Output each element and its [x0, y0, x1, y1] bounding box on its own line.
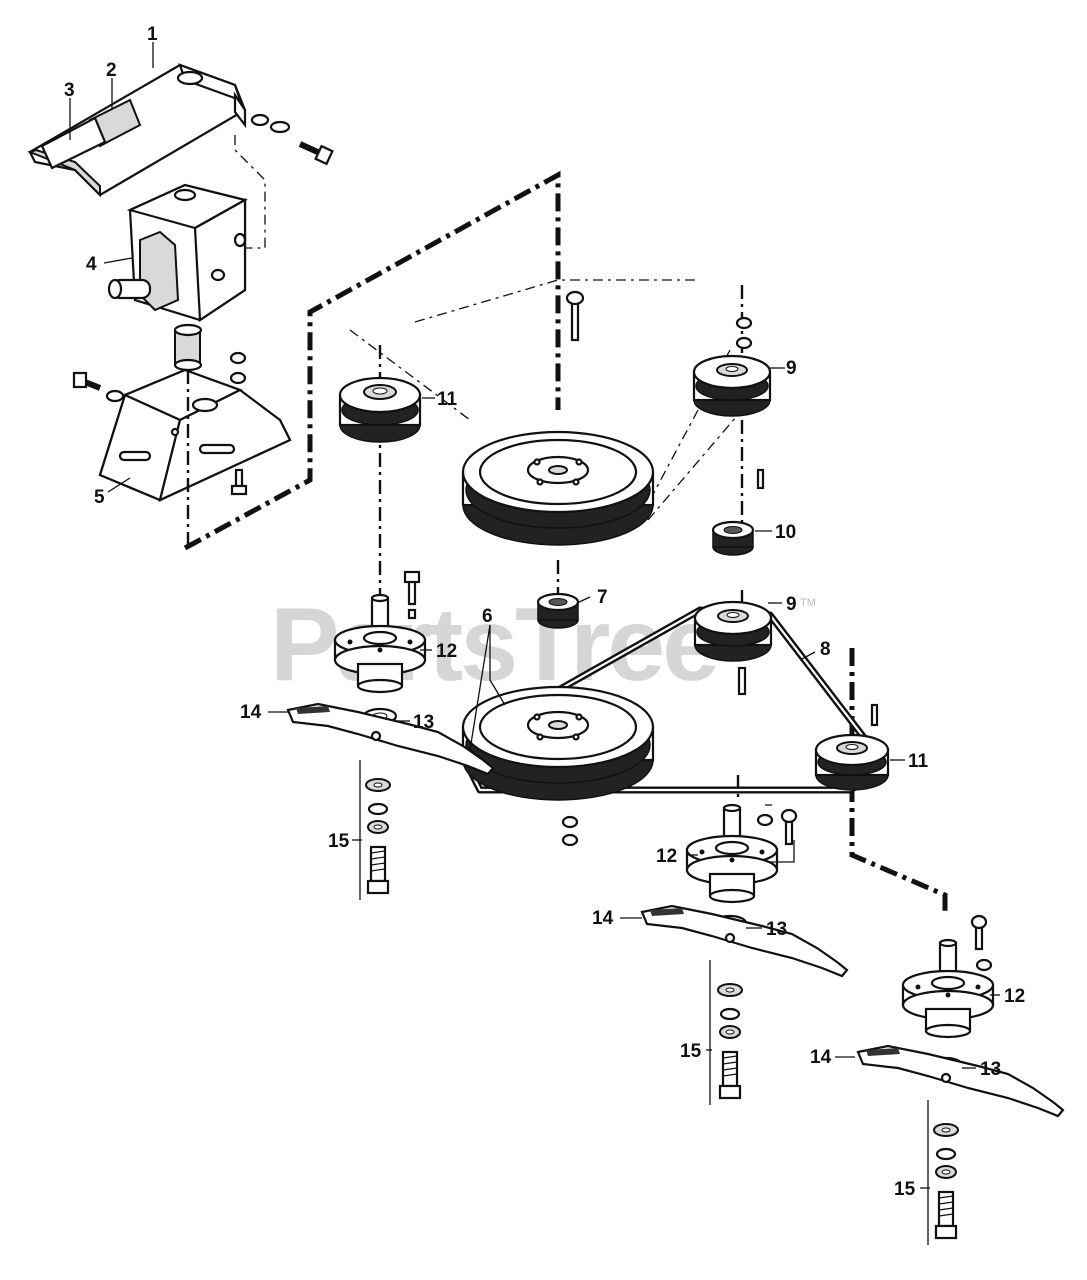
callout-15-right: 15	[894, 1179, 916, 1200]
callout-13-middle: 13	[766, 919, 787, 940]
callout-14-left: 14	[240, 702, 262, 723]
cover-leader	[234, 135, 266, 249]
cover-bolt-hardware	[250, 113, 334, 166]
callout-14-right: 14	[810, 1047, 832, 1068]
callout-11-right: 11	[908, 751, 929, 772]
callout-3: 3	[64, 80, 75, 101]
spacer-10	[711, 468, 765, 556]
pulley-icon-11-left	[338, 376, 422, 443]
pulley-icon-6-upper	[461, 430, 655, 546]
callout-12-left: 12	[436, 641, 457, 662]
spacer-7	[536, 592, 580, 629]
pulley-icon-6-lower	[461, 685, 655, 801]
callout-12-middle: 12	[656, 846, 677, 867]
hardware-15-middle	[716, 982, 744, 1100]
callout-8: 8	[820, 639, 831, 660]
callout-1: 1	[147, 24, 158, 45]
callout-13-left: 13	[413, 712, 434, 733]
blade-icon-right	[856, 1044, 1065, 1118]
hardware-15-right	[932, 1122, 960, 1240]
spindle-middle-bolt	[756, 804, 798, 863]
callout-9-top: 9	[786, 358, 797, 379]
watermark-tm: TM	[800, 597, 816, 609]
pulley-icon-11-right	[814, 703, 890, 791]
callout-14-middle: 14	[592, 908, 614, 929]
bracket-hardware	[72, 351, 248, 496]
pulley-9-top-hardware	[735, 316, 753, 350]
pulley-6-bolt	[565, 290, 585, 342]
callout-12-right: 12	[1004, 986, 1025, 1007]
spindle-left-bolt	[403, 570, 421, 620]
callout-labels: 1 2 3 4 5 6 7 8 9 9 10 11 11 12 12 12 13…	[64, 24, 1025, 1200]
callout-9-middle: 9	[786, 594, 797, 615]
gearbox-icon	[107, 183, 248, 372]
blade-icon-middle	[640, 904, 849, 978]
pulley-icon-9-middle	[693, 600, 773, 696]
callout-4: 4	[86, 254, 97, 275]
callout-11-left: 11	[437, 389, 458, 410]
callout-10: 10	[775, 522, 796, 543]
callout-15-left: 15	[328, 831, 350, 852]
callout-15-middle: 15	[680, 1041, 702, 1062]
gearbox-bracket	[98, 368, 292, 502]
pulley-icon-9-top	[692, 354, 772, 417]
callout-7: 7	[597, 587, 608, 608]
lower-pulley-hardware	[561, 815, 579, 847]
gearbox-cover	[27, 63, 247, 198]
callout-6: 6	[482, 606, 493, 627]
spindle-icon-right	[901, 938, 995, 1039]
callout-2: 2	[106, 60, 117, 81]
spindle-right-bolt	[970, 914, 993, 972]
callout-13-right: 13	[980, 1059, 1001, 1080]
callout-leaders	[69, 42, 1000, 1189]
callout-5: 5	[94, 487, 105, 508]
hardware-15-left	[364, 777, 392, 895]
